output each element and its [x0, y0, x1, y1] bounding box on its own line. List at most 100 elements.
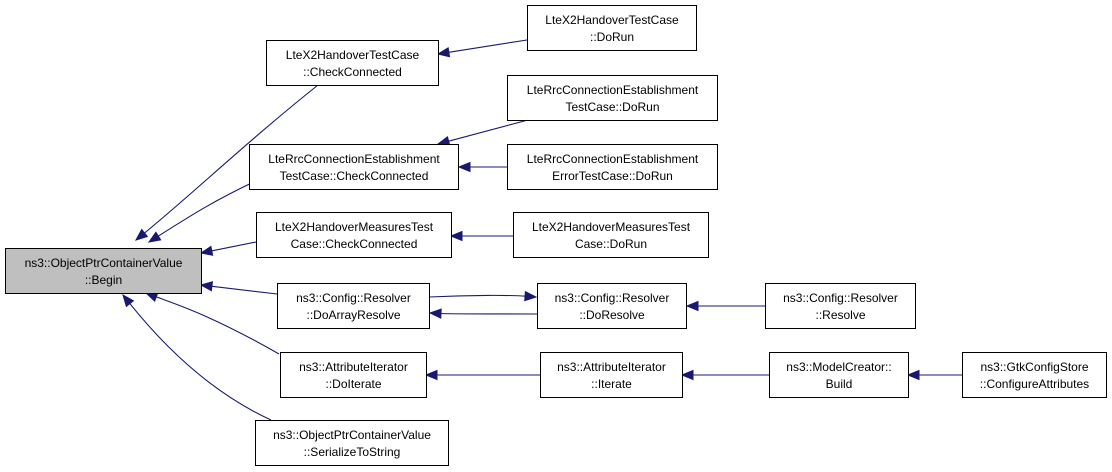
node-box	[507, 144, 718, 190]
edge-x2_check-to-root	[134, 84, 319, 241]
node-label-line: ::SerializeToString	[304, 445, 401, 459]
edge-line	[439, 312, 538, 315]
node-cfg_resolve[interactable]: ns3::Config::Resolver::Resolve	[765, 283, 916, 329]
node-box	[769, 352, 909, 398]
node-label-line: Case::DoRun	[575, 237, 647, 251]
edge-rrc_dorun-to-rrc_check	[436, 119, 529, 147]
node-box	[537, 283, 687, 329]
node-rrc_err_dorun[interactable]: LteRrcConnectionEstablishmentErrorTestCa…	[507, 144, 718, 190]
node-box	[266, 40, 439, 86]
node-label-line: ::ConfigureAttributes	[980, 377, 1089, 391]
node-label-line: ErrorTestCase::DoRun	[552, 169, 673, 183]
edge-x2m_dorun-to-x2m_check	[449, 230, 513, 242]
nodes-layer: ns3::ObjectPtrContainerValue::Begin LteX2…	[5, 5, 1107, 466]
edge-cfg_doarray-to-cfg_doresolve	[428, 290, 538, 302]
node-label-line: ::DoArrayResolve	[306, 308, 400, 322]
node-label-line: ::DoResolve	[579, 308, 645, 322]
node-box	[255, 420, 449, 466]
node-label-line: ns3::Config::Resolver	[296, 291, 411, 305]
edge-line	[210, 241, 257, 252]
node-box	[507, 75, 718, 121]
node-x2_dorun[interactable]: LteX2HandoverTestCase::DoRun	[527, 5, 697, 51]
node-attr_iterate[interactable]: ns3::AttributeIterator::Iterate	[540, 352, 683, 398]
node-label-line: TestCase::DoRun	[565, 100, 659, 114]
node-label-line: LteRrcConnectionEstablishment	[268, 152, 440, 166]
edge-line	[155, 296, 280, 355]
edge-x2m_check-to-root	[199, 241, 257, 256]
node-label-line: ns3::GtkConfigStore	[980, 360, 1088, 374]
arrow-head	[134, 228, 149, 241]
arrow-head	[457, 161, 471, 173]
edge-line	[447, 119, 529, 142]
edge-cfg_resolve-to-cfg_doresolve	[685, 300, 765, 312]
node-rrc_check[interactable]: LteRrcConnectionEstablishmentTestCase::C…	[249, 144, 459, 190]
node-label-line: TestCase::CheckConnected	[280, 169, 429, 183]
node-label-line: ns3::Config::Resolver	[783, 291, 898, 305]
arrow-head	[524, 290, 538, 302]
node-label-line: LteRrcConnectionEstablishment	[527, 152, 699, 166]
node-label-line: Case::CheckConnected	[291, 237, 418, 251]
node-box	[256, 212, 452, 258]
node-label-line: ns3::ObjectPtrContainerValue	[25, 256, 183, 270]
edge-line	[447, 39, 528, 53]
edges-layer	[122, 39, 962, 421]
node-box	[765, 283, 916, 329]
edge-line	[157, 179, 259, 238]
arrow-head	[436, 47, 451, 58]
edge-line	[210, 285, 278, 295]
node-box	[280, 352, 427, 398]
node-rrc_dorun[interactable]: LteRrcConnectionEstablishmentTestCase::D…	[507, 75, 718, 121]
node-cfg_doarray[interactable]: ns3::Config::Resolver::DoArrayResolve	[277, 283, 430, 329]
node-box	[249, 144, 459, 190]
arrow-head	[199, 245, 214, 256]
node-gtk_config[interactable]: ns3::GtkConfigStore::ConfigureAttributes	[962, 352, 1107, 398]
node-label-line: ::DoIterate	[325, 377, 381, 391]
arrow-head	[122, 293, 135, 308]
edge-cfg_doresolve-to-cfg_doarray	[428, 308, 538, 319]
edge-x2_dorun-to-x2_check	[436, 39, 528, 58]
node-root[interactable]: ns3::ObjectPtrContainerValue::Begin	[5, 248, 202, 294]
node-x2_check[interactable]: LteX2HandoverTestCase::CheckConnected	[266, 40, 439, 86]
node-label-line: Build	[826, 377, 853, 391]
arrow-head	[199, 281, 214, 292]
node-label-line: ns3::Config::Resolver	[555, 291, 670, 305]
edge-line	[428, 294, 527, 298]
node-box	[962, 352, 1107, 398]
arrow-head	[685, 300, 699, 312]
node-box	[277, 283, 430, 329]
node-label-line: ns3::AttributeIterator	[557, 360, 666, 374]
node-x2m_check[interactable]: LteX2HandoverMeasuresTestCase::CheckConn…	[256, 212, 452, 258]
node-label-line: ::Begin	[85, 273, 122, 287]
node-model_build[interactable]: ns3::ModelCreator::Build	[769, 352, 909, 398]
node-label-line: ::DoRun	[590, 30, 634, 44]
node-serialize[interactable]: ns3::ObjectPtrContainerValue::SerializeT…	[255, 420, 449, 466]
node-label-line: ::Resolve	[815, 308, 865, 322]
node-label-line: ::Iterate	[591, 377, 632, 391]
node-label-line: LteX2HandoverTestCase	[286, 48, 420, 62]
edge-line	[143, 84, 319, 235]
node-box	[527, 5, 697, 51]
edge-attr_iterate-to-attr_doiterate	[424, 369, 540, 381]
node-box	[540, 352, 683, 398]
node-label-line: ns3::ObjectPtrContainerValue	[273, 428, 431, 442]
arrow-head	[428, 308, 442, 319]
arrow-head	[680, 369, 694, 381]
edge-rrc_check-to-root	[147, 179, 259, 243]
edge-line	[128, 302, 272, 421]
node-label-line: ::CheckConnected	[303, 65, 402, 79]
node-label-line: LteRrcConnectionEstablishment	[527, 83, 699, 97]
node-attr_doiterate[interactable]: ns3::AttributeIterator::DoIterate	[280, 352, 427, 398]
node-cfg_doresolve[interactable]: ns3::Config::Resolver::DoResolve	[537, 283, 687, 329]
node-box	[5, 248, 202, 294]
node-box	[513, 212, 709, 258]
edge-model_build-to-attr_iterate	[680, 369, 769, 381]
edge-serialize-to-root	[122, 293, 272, 421]
edge-gtk_config-to-model_build	[906, 369, 962, 381]
node-label-line: ns3::ModelCreator::	[786, 360, 891, 374]
arrow-head	[449, 230, 463, 242]
arrow-head	[147, 231, 162, 243]
node-label-line: LteX2HandoverMeasuresTest	[275, 220, 434, 234]
arrow-head	[424, 369, 438, 381]
